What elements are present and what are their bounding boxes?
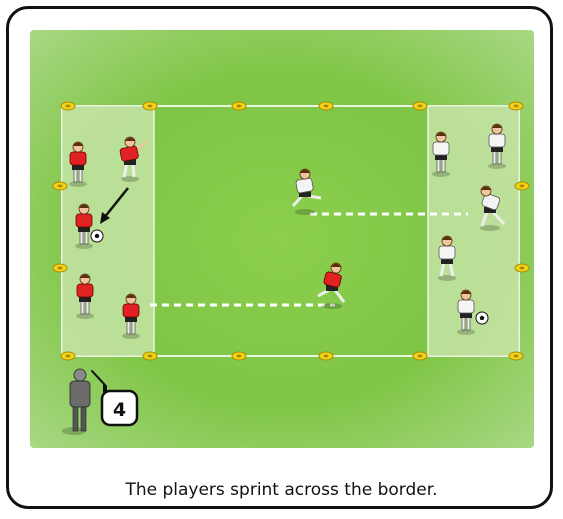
player-icon <box>293 169 321 215</box>
run-paths <box>150 214 468 305</box>
cone-icon <box>515 264 529 272</box>
diagram-caption: The players sprint across the border. <box>0 480 563 500</box>
player-icon <box>318 263 344 309</box>
cone-icon <box>143 352 157 360</box>
coach-number-label: 4 <box>113 399 126 421</box>
cone-icon <box>53 264 67 272</box>
cone-icon <box>61 352 75 360</box>
cone-icon <box>509 102 523 110</box>
cone-icon <box>319 352 333 360</box>
cone-icon <box>319 102 333 110</box>
cone-icon <box>143 102 157 110</box>
cone-icon <box>61 102 75 110</box>
cone-icon <box>413 102 427 110</box>
cone-icon <box>515 182 529 190</box>
cone-icon <box>509 352 523 360</box>
ball-icon <box>476 312 488 324</box>
cone-icon <box>232 102 246 110</box>
coach-number-badge: 4 <box>92 371 137 425</box>
cone-icon <box>232 352 246 360</box>
coach-icon <box>62 369 90 435</box>
cone-icon <box>53 182 67 190</box>
cone-icon <box>413 352 427 360</box>
ball-icon <box>91 230 103 242</box>
